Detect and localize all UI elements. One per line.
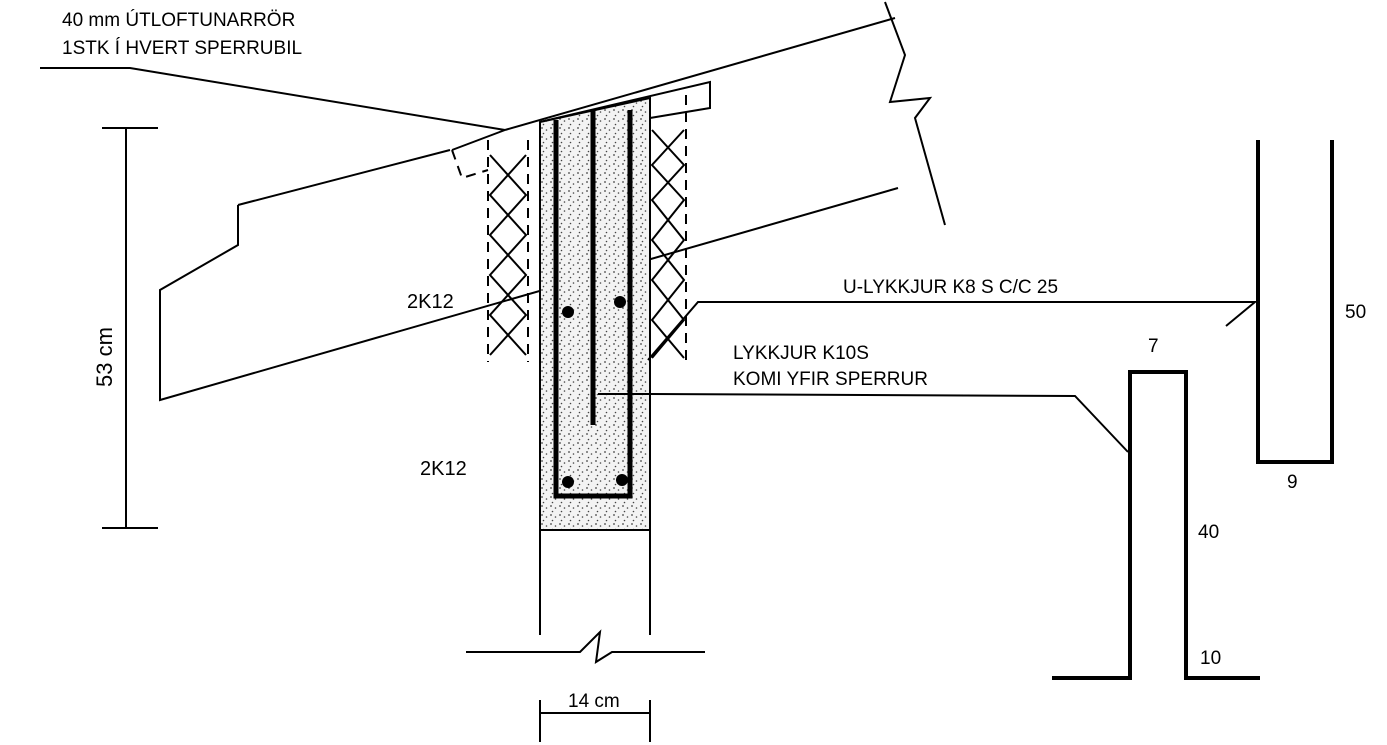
rebar — [553, 110, 633, 499]
height-dimension — [102, 127, 158, 529]
rebar-bar-circle — [562, 476, 574, 488]
rebar-label-middle: 2K12 — [407, 291, 454, 313]
loop-shape — [1052, 370, 1260, 680]
height-dimension-label: 53 cm — [92, 327, 117, 387]
rebar-bar-circle — [616, 474, 628, 486]
vent-pipe-label-line2: 1STK Í HVERT SPERRUBIL — [62, 38, 302, 59]
loop-height-label: 40 — [1198, 522, 1219, 543]
loop-foot-label: 10 — [1200, 648, 1221, 669]
u-loop-height-label: 50 — [1345, 302, 1366, 323]
loops-label-line2: KOMI YFIR SPERRUR — [733, 369, 928, 390]
rebar-bar-circle — [614, 296, 626, 308]
vent-pipe-label-line1: 40 mm ÚTLOFTUNARRÖR — [62, 9, 295, 31]
loops-label-line1: LYKKJUR K10S — [733, 343, 869, 364]
rebar-bar-circle — [562, 306, 574, 318]
width-dimension-label: 14 cm — [568, 691, 620, 712]
rafter — [40, 1, 946, 402]
loop-top-width-label: 7 — [1148, 336, 1159, 357]
leaders — [451, 129, 1258, 453]
top-sill — [451, 80, 711, 180]
width-dimension — [539, 700, 651, 742]
u-loop-shape — [1256, 140, 1334, 464]
u-loops-label: U-LYKKJUR K8 S C/C 25 — [843, 277, 1058, 298]
u-loop-width-label: 9 — [1287, 472, 1298, 493]
formwork-left — [487, 140, 529, 362]
rebar-label-bottom: 2K12 — [420, 458, 467, 480]
